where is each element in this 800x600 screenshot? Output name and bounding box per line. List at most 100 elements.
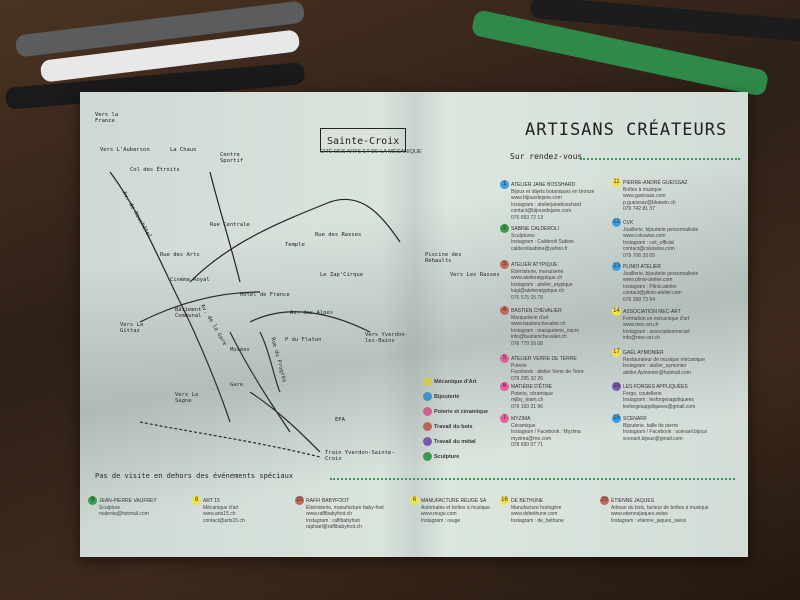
artisan-detail[interactable]: luigi@atelieratypique.ch — [511, 288, 565, 295]
legend-dot-icon — [423, 392, 432, 401]
artisan-detail: Bijoux et objets botaniques en bronze — [511, 189, 595, 195]
legend-item: Bijouterie — [423, 392, 488, 401]
artisan-name: Atelier Jane BOSSHARD — [511, 181, 576, 188]
artisan-detail: Joaillerie, bijouterie personnalisée — [623, 227, 699, 233]
map-label: P du Flaton — [285, 337, 322, 343]
artisan-detail[interactable]: Instagram : Calderoli Sabine — [511, 239, 575, 246]
artisan-detail[interactable]: Instagram : Plinio.atelier — [623, 283, 677, 290]
artisan-name: Bastien CHEVALIER — [511, 307, 562, 314]
artisan-detail[interactable]: Facebook : atelier Verre de Terre — [511, 369, 584, 376]
artisan-detail[interactable]: www.atelieratypique.ch — [511, 275, 563, 282]
map-label: Vers Les Rasses — [450, 272, 500, 278]
artisan-detail[interactable]: Instagram : atelier_atypique — [511, 281, 573, 288]
artisan-detail[interactable]: www.mec-art.ch — [623, 322, 659, 329]
category-dot-icon: 10 — [295, 496, 304, 505]
artisan-name: Pierre-André GUEISSAZ — [623, 179, 688, 186]
category-dot-icon: 12 — [612, 218, 621, 227]
artisan-detail: Boîtes à musique — [623, 187, 662, 193]
artisan-detail[interactable]: malenta@hotmail.com — [99, 511, 149, 518]
artisan-name: Jean-Pierre VAUFREY — [99, 497, 157, 504]
artisan-detail[interactable]: Instagram : atelierjanebosshard — [511, 201, 582, 208]
artisan-detail[interactable]: www.gueissaz.com — [623, 193, 666, 200]
artisan-detail: Ébénisterie, manufacture baby-foot — [306, 505, 384, 511]
artisan-name: ATELIER VERRE DE TERRE — [511, 355, 577, 362]
map-label: Vers la France — [95, 112, 119, 124]
artisan-detail[interactable]: Instagram : raffibabyfoot — [306, 517, 360, 524]
artisan-detail[interactable]: Instagram : cvk_official — [623, 239, 674, 246]
legend-item: Sculpture — [423, 452, 488, 461]
artisan-detail[interactable]: atelier.Aymonier@hotmail.com — [623, 369, 691, 376]
artisan-detail[interactable]: www.debethune.com — [511, 511, 558, 518]
map-label: EPA — [335, 417, 345, 423]
artisan-detail[interactable]: contact@bijouxdejane.com — [511, 208, 572, 215]
artisan-name: ART 15 — [203, 497, 220, 504]
category-dot-icon: 17 — [612, 348, 621, 357]
map-label: Hôtel de France — [240, 292, 290, 298]
map-label: Bâtiment Communal — [175, 307, 202, 319]
artisan-detail[interactable]: Instagram : lesforgesappliquees — [623, 397, 694, 404]
artisan-detail[interactable]: myzima@me.com — [511, 435, 552, 442]
artisan-detail: 079 295 32 26 — [511, 375, 543, 382]
artisan-detail[interactable]: www.cvkswiss.com — [623, 233, 666, 240]
artisan-name: Étienne JAQUES — [611, 497, 655, 504]
artisan-detail[interactable]: Instagram : atelier_aymonier — [623, 363, 687, 370]
artisan-detail: Poterie — [511, 363, 527, 369]
artisan-detail[interactable]: contact@arts15.ch — [203, 517, 245, 524]
artisan-detail[interactable]: www.bastienchevalier.ch — [511, 321, 566, 328]
artisan-detail[interactable]: Instagram : de_bethune — [511, 517, 564, 524]
artisan-name: ATELIER ATYPIQUE — [511, 261, 558, 268]
artisan-detail[interactable]: scenarii.bijoux@gmail.com — [623, 435, 683, 442]
artisan-detail: 079 193 31 96 — [511, 403, 543, 410]
artisan-detail[interactable]: www.reuge.com — [421, 511, 457, 518]
map-label: Cinéma Royal — [170, 277, 210, 283]
artisan-detail[interactable]: www.arts15.ch — [203, 511, 236, 518]
artisan-detail[interactable]: info@bastienchevalier.ch — [511, 334, 567, 341]
artisan-detail: Sculptures — [511, 233, 535, 239]
artisan-detail[interactable]: p.gueissaz@bluewin.ch — [623, 199, 676, 206]
artisan-detail[interactable]: www.etiennejaques.swiss — [611, 511, 668, 518]
category-dot-icon: 8 — [192, 496, 201, 505]
artisan-detail[interactable]: www.plinio-atelier.com — [623, 277, 673, 284]
artisan-detail[interactable]: Instagram / Facebook : Myzima — [511, 429, 581, 436]
artisan-name: Sabine CALDEROLI — [511, 225, 560, 232]
artisan-detail[interactable]: Instagram : marqueterie_micro — [511, 327, 580, 334]
artisan-detail[interactable]: www.bijouxdejane.com — [511, 195, 562, 202]
artisan-detail[interactable]: lesforgesappliquees@gmail.com — [623, 403, 696, 410]
artisan-name: Association MEC-ART — [623, 308, 681, 315]
artisan-detail[interactable]: info@mec-art.ch — [623, 335, 660, 342]
legend-dot-icon — [423, 377, 432, 386]
artisan-detail[interactable]: calderolisabine@yahoo.fr — [511, 245, 568, 252]
category-dot-icon: 9 — [88, 496, 97, 505]
artisan-detail: Forge, coutellerie — [623, 391, 662, 397]
map-title: Sainte-Croix — [327, 136, 400, 147]
legend-dot-icon — [423, 422, 432, 431]
artisan-name: MANUFACTURE REUGE SA — [421, 497, 487, 504]
artisan-detail[interactable]: Instagram : reuge — [421, 517, 461, 524]
artisan-detail: 079 742 81 37 — [623, 206, 655, 213]
artisan-detail: Artisan du bois, facteur de boîtes à mus… — [611, 505, 709, 511]
artisan-name: RAFFI BABYFOOT — [306, 497, 350, 504]
artisan-detail[interactable]: Instagram : associationmecart — [623, 328, 690, 335]
artisan-detail[interactable]: contact@cvkswiss.com — [623, 246, 675, 253]
legend-item: Poterie et céramique — [423, 407, 488, 416]
category-dot-icon: 20 — [600, 496, 609, 505]
category-dot-icon: 2 — [500, 224, 509, 233]
artisan-detail[interactable]: Instagram : etienne_jaques_swiss — [611, 517, 687, 524]
artisan-detail[interactable]: Instagram / Facebook : scenarii.bijoux — [623, 429, 708, 436]
category-dot-icon: 5 — [500, 354, 509, 363]
artisan-detail[interactable]: contact@plinio-atelier.com — [623, 290, 682, 297]
artisan-detail: 079 706 33 05 — [623, 252, 655, 259]
artisan-name: SCENARII — [623, 415, 647, 422]
artisan-detail[interactable]: raphael@raffibabyfoot.ch — [306, 524, 362, 531]
brochure: Sainte-Croix Cité des arts et de la méca… — [80, 92, 748, 557]
category-dot-icon: 7 — [500, 414, 509, 423]
map-label: Av. des Alpes — [290, 310, 334, 316]
artisan-detail[interactable]: www.raffibabyfoot.ch — [306, 511, 353, 518]
